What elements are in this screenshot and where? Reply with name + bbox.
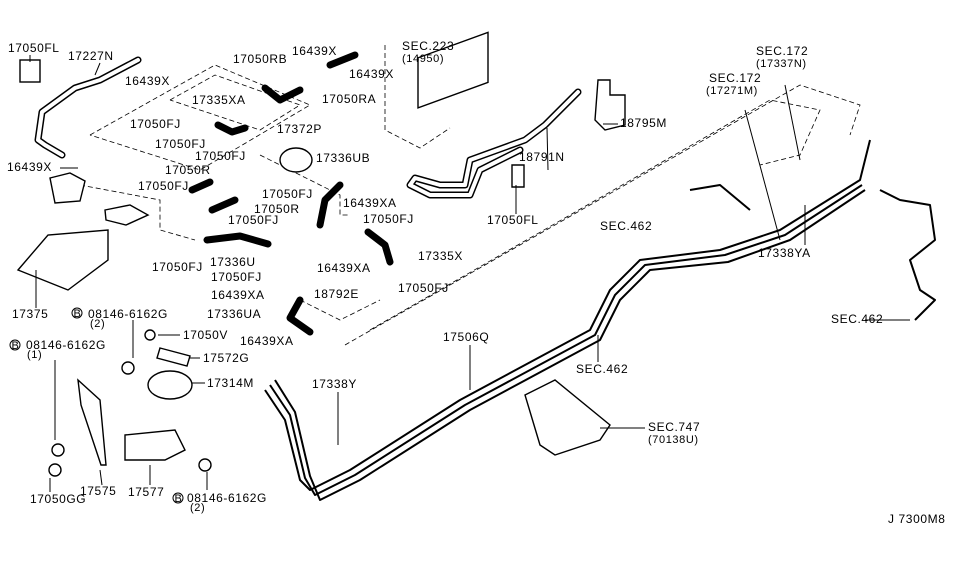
- part-label[interactable]: 17375: [12, 307, 48, 321]
- part-label[interactable]: 08146-6162G: [26, 338, 106, 352]
- section-ref-part: (70138U): [648, 434, 699, 446]
- fuel-lines: [264, 84, 936, 501]
- part-label[interactable]: 17336U: [210, 255, 256, 269]
- section-ref[interactable]: SEC.747: [648, 420, 700, 434]
- section-ref[interactable]: SEC.462: [600, 219, 652, 233]
- bolt-marker-circle: [9, 339, 21, 351]
- part-label[interactable]: 16439XA: [240, 334, 294, 348]
- part-label[interactable]: 08146-6162G: [187, 491, 267, 505]
- part-label[interactable]: 17336UB: [316, 151, 370, 165]
- bolt-marker: B: [74, 308, 82, 320]
- part-label[interactable]: 08146-6162G: [88, 307, 168, 321]
- part-label[interactable]: 17372P: [277, 122, 322, 136]
- hoses: [34, 51, 582, 336]
- part-label[interactable]: 17338YA: [758, 246, 811, 260]
- part-label[interactable]: 17335X: [418, 249, 463, 263]
- part-label[interactable]: 17335XA: [192, 93, 246, 107]
- section-ref-part: (17271M): [706, 85, 758, 97]
- part-label[interactable]: 17050RA: [322, 92, 376, 106]
- leader-lines: [29, 55, 910, 492]
- quantity-label: (2): [190, 502, 205, 514]
- section-ref[interactable]: SEC.172: [709, 71, 761, 85]
- part-label[interactable]: 17050V: [183, 328, 228, 342]
- part-label[interactable]: 17050FJ: [195, 149, 246, 163]
- part-label[interactable]: 18792E: [314, 287, 359, 301]
- part-label[interactable]: 17050FJ: [262, 187, 313, 201]
- part-label[interactable]: 16439X: [7, 160, 52, 174]
- part-label[interactable]: 17050RB: [233, 52, 287, 66]
- part-label[interactable]: 17336UA: [207, 307, 261, 321]
- part-label[interactable]: 17050FJ: [398, 281, 449, 295]
- part-label[interactable]: 17314M: [207, 376, 254, 390]
- part-label[interactable]: 18791N: [519, 150, 565, 164]
- part-label[interactable]: 17575: [80, 484, 116, 498]
- part-label[interactable]: 17050FL: [8, 41, 60, 55]
- parts: [16, 31, 626, 477]
- part-label[interactable]: 16439XA: [211, 288, 265, 302]
- bolt-marker-circle: [172, 492, 184, 504]
- part-label[interactable]: 17050FJ: [138, 179, 189, 193]
- part-label[interactable]: 17227N: [68, 49, 114, 63]
- bolt-marker: B: [175, 493, 183, 505]
- part-label[interactable]: 17050GG: [30, 492, 86, 506]
- section-ref-part: (17337N): [756, 58, 807, 70]
- part-label[interactable]: 17050FJ: [211, 270, 262, 284]
- section-ref-part: (14950): [402, 53, 444, 65]
- bolt-marker: B: [12, 340, 20, 352]
- part-label[interactable]: 16439XA: [317, 261, 371, 275]
- part-label[interactable]: 17577: [128, 485, 164, 499]
- section-ref[interactable]: SEC.462: [576, 362, 628, 376]
- part-label[interactable]: 17050FJ: [130, 117, 181, 131]
- section-ref[interactable]: SEC.462: [831, 312, 883, 326]
- part-label[interactable]: 17050FJ: [155, 137, 206, 151]
- part-label[interactable]: 16439X: [349, 67, 394, 81]
- part-label[interactable]: 17050FJ: [228, 213, 279, 227]
- dashed-outlines: [79, 45, 861, 346]
- part-label[interactable]: 17572G: [203, 351, 249, 365]
- part-label[interactable]: 16439XA: [343, 196, 397, 210]
- part-label[interactable]: 16439X: [125, 74, 170, 88]
- part-label[interactable]: 17050FJ: [363, 212, 414, 226]
- part-label[interactable]: 17338Y: [312, 377, 357, 391]
- part-label[interactable]: 17050FJ: [152, 260, 203, 274]
- section-ref[interactable]: SEC.223: [402, 39, 454, 53]
- bolt-marker-circle: [71, 307, 83, 319]
- part-label[interactable]: 17050R: [254, 202, 300, 216]
- part-label[interactable]: 16439X: [292, 44, 337, 58]
- quantity-label: (2): [90, 318, 105, 330]
- section-ref[interactable]: SEC.172: [756, 44, 808, 58]
- part-label[interactable]: 17050FL: [487, 213, 539, 227]
- part-label[interactable]: 17050R: [165, 163, 211, 177]
- quantity-label: (1): [27, 349, 42, 361]
- diagram-code: J 7300M8: [888, 512, 946, 526]
- part-label[interactable]: 18795M: [620, 116, 667, 130]
- part-label[interactable]: 17506Q: [443, 330, 489, 344]
- part-labels: 17050FL 17227N 16439X 17050RB 16439X 164…: [7, 39, 946, 526]
